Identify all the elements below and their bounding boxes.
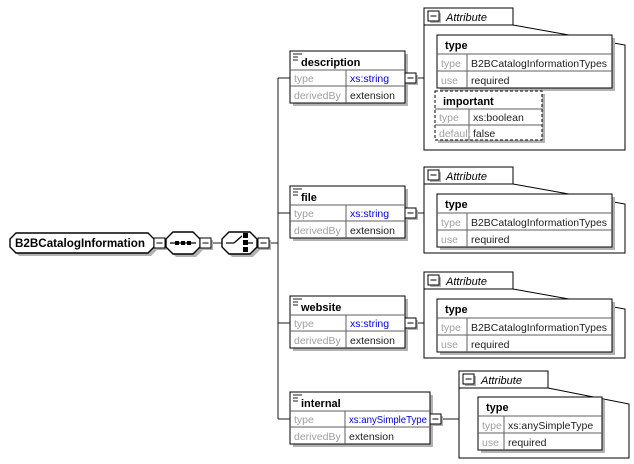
choice-connector[interactable] — [221, 231, 260, 257]
attribute-group-label: Attribute — [445, 276, 487, 288]
property-label: type — [439, 112, 459, 124]
collapse-attribute-group-1-button[interactable] — [427, 10, 442, 24]
attribute-group-tab[interactable] — [458, 370, 549, 389]
attribute-type-box[interactable]: type type xs:anySimpleType use required — [477, 396, 605, 453]
property-label: type — [482, 420, 502, 432]
collapse-internal-button[interactable] — [429, 413, 444, 427]
attribute-type-box[interactable]: type type B2BCatalogInformationTypes use… — [436, 193, 615, 250]
attribute-group-label: Attribute — [445, 171, 487, 183]
property-label: use — [441, 234, 458, 246]
collapse-file-button[interactable] — [404, 207, 419, 221]
element-icon — [293, 298, 302, 306]
element-website[interactable]: website type xs:string derivedBy extensi… — [289, 295, 408, 351]
property-value: extension — [350, 335, 395, 347]
property-value: B2BCatalogInformationTypes — [471, 58, 607, 70]
element-description[interactable]: description type xs:string derivedBy ext… — [289, 50, 408, 106]
property-label: derivedBy — [294, 335, 341, 347]
root-element-shape[interactable] — [9, 232, 155, 254]
element-internal[interactable]: internal type xs:anySimpleType derivedBy… — [289, 391, 433, 447]
sequence-connector[interactable] — [165, 231, 203, 257]
property-label: type — [294, 208, 314, 220]
attribute-name: type — [486, 402, 509, 414]
attribute-name: type — [445, 304, 468, 316]
property-label: derivedBy — [294, 225, 341, 237]
attribute-group-internal: Attribute type type xs:anySimpleType use… — [458, 370, 630, 459]
element-name: file — [301, 192, 317, 204]
collapse-attribute-group-4-button[interactable] — [462, 373, 477, 387]
collapse-root-button[interactable] — [153, 237, 168, 251]
property-label: type — [294, 73, 314, 85]
collapse-attribute-group-2-button[interactable] — [427, 169, 442, 183]
element-file[interactable]: file type xs:string derivedBy extension — [289, 185, 408, 241]
collapse-description-button[interactable] — [404, 72, 419, 86]
attribute-type-box[interactable]: type type B2BCatalogInformationTypes use… — [436, 298, 615, 355]
property-value: xs:anySimpleType — [349, 414, 427, 426]
element-icon — [293, 53, 302, 61]
choice-icon — [226, 233, 253, 252]
property-value: xs:string — [350, 208, 389, 220]
attribute-group-label: Attribute — [445, 12, 487, 24]
property-value: xs:string — [350, 73, 389, 85]
property-value: extension — [350, 225, 395, 237]
element-icon — [293, 394, 302, 402]
attribute-name: type — [445, 199, 468, 211]
collapse-sequence-button[interactable] — [199, 237, 214, 251]
property-value: extension — [350, 90, 395, 102]
property-label: type — [441, 217, 461, 229]
property-value: xs:anySimpleType — [508, 420, 593, 432]
property-label: derivedBy — [294, 431, 341, 443]
property-label: type — [294, 414, 314, 426]
element-name: description — [301, 57, 361, 69]
property-value: B2BCatalogInformationTypes — [471, 322, 607, 334]
root-element-name: B2BCatalogInformation — [15, 236, 145, 250]
attribute-group-label: Attribute — [480, 375, 522, 387]
collapse-website-button[interactable] — [404, 317, 419, 331]
property-label: type — [441, 322, 461, 334]
attribute-name: important — [443, 96, 494, 108]
element-name: website — [300, 302, 341, 314]
property-label: use — [441, 75, 458, 87]
property-label: type — [441, 58, 461, 70]
attribute-group-tab[interactable] — [423, 166, 514, 185]
attribute-important-box[interactable]: important type xs:boolean default false — [434, 90, 545, 143]
attribute-type-box[interactable]: type type B2BCatalogInformationTypes use… — [436, 34, 615, 91]
property-value: xs:boolean — [473, 112, 524, 124]
property-value: required — [471, 75, 510, 87]
property-label: default — [439, 128, 471, 140]
attribute-group-file: Attribute type type B2BCatalogInformatio… — [423, 166, 626, 254]
property-label: use — [482, 437, 499, 449]
attribute-group-description: Attribute type type B2BCatalogInformatio… — [423, 7, 626, 151]
property-label: use — [441, 339, 458, 351]
property-value: xs:string — [350, 318, 389, 330]
property-value: extension — [349, 431, 394, 443]
element-name: internal — [301, 398, 341, 410]
property-value: required — [471, 234, 510, 246]
root-element[interactable]: B2BCatalogInformation — [9, 232, 157, 256]
attribute-name: type — [445, 40, 468, 52]
property-value: required — [508, 437, 547, 449]
sequence-icon — [170, 241, 196, 245]
property-value: false — [473, 128, 495, 140]
collapse-attribute-group-3-button[interactable] — [427, 274, 442, 288]
property-label: derivedBy — [294, 90, 341, 102]
element-icon — [293, 188, 302, 196]
attribute-group-website: Attribute type type B2BCatalogInformatio… — [423, 271, 626, 359]
property-label: type — [294, 318, 314, 330]
property-value: required — [471, 339, 510, 351]
property-value: B2BCatalogInformationTypes — [471, 217, 607, 229]
attribute-group-tab[interactable] — [423, 271, 514, 290]
attribute-group-tab[interactable] — [423, 7, 514, 26]
collapse-choice-button[interactable] — [257, 237, 272, 251]
